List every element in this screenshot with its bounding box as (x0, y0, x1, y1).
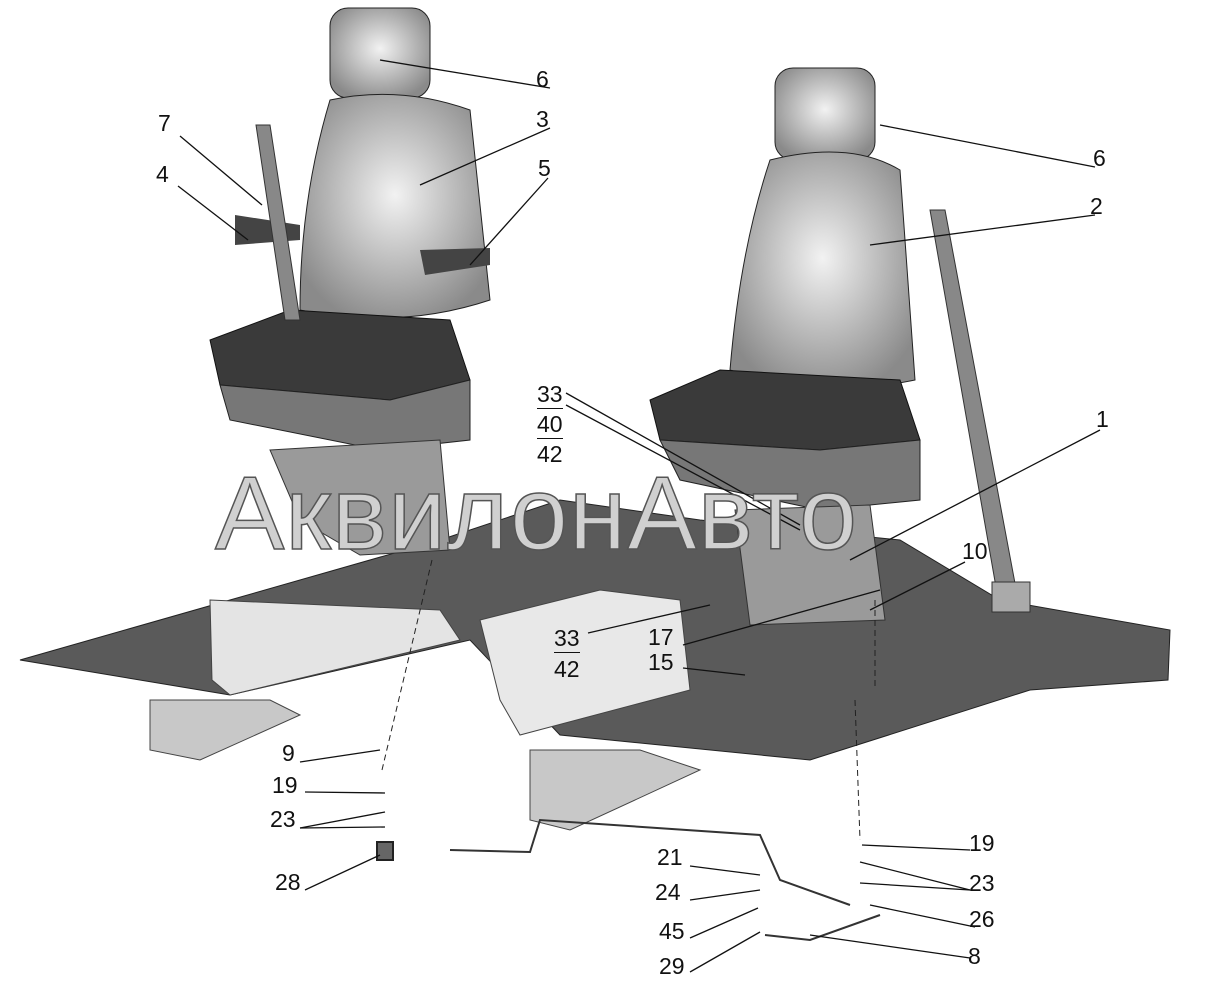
callout-33-b: 33 (554, 625, 580, 653)
callout-6: 6 (536, 66, 549, 92)
callout-5: 5 (538, 155, 551, 181)
left-seat (209, 7, 491, 556)
callout-2: 2 (1090, 193, 1103, 219)
callout-24: 24 (655, 879, 681, 905)
callout-28: 28 (275, 869, 301, 895)
callout-21: 21 (657, 844, 683, 870)
leader-lines (177, 59, 1101, 973)
callout-4: 4 (156, 161, 169, 187)
callout-6-right: 6 (1093, 145, 1106, 171)
callout-9: 9 (282, 740, 295, 766)
callout-10: 10 (962, 538, 988, 564)
callout-45: 45 (659, 918, 685, 944)
callout-15: 15 (648, 649, 674, 675)
cab-floor (19, 499, 1171, 831)
callout-19: 19 (272, 772, 298, 798)
callout-23: 23 (270, 806, 296, 832)
callout-1: 1 (1096, 406, 1109, 432)
assembly-axes (381, 559, 876, 841)
callout-3: 3 (536, 106, 549, 132)
callout-23-right: 23 (969, 870, 995, 896)
callout-33: 33 (537, 381, 563, 409)
watermark: АквилонАвто (214, 455, 858, 573)
right-seat (649, 67, 1031, 626)
callout-29: 29 (659, 953, 685, 979)
hose-assembly (376, 818, 881, 942)
callout-26: 26 (969, 906, 995, 932)
callout-40: 40 (537, 411, 563, 439)
callout-19-right: 19 (969, 830, 995, 856)
callout-7: 7 (158, 110, 171, 136)
callout-42-b: 42 (554, 656, 580, 682)
callout-8: 8 (968, 943, 981, 969)
callout-17: 17 (648, 624, 674, 650)
callout-42: 42 (537, 441, 563, 467)
